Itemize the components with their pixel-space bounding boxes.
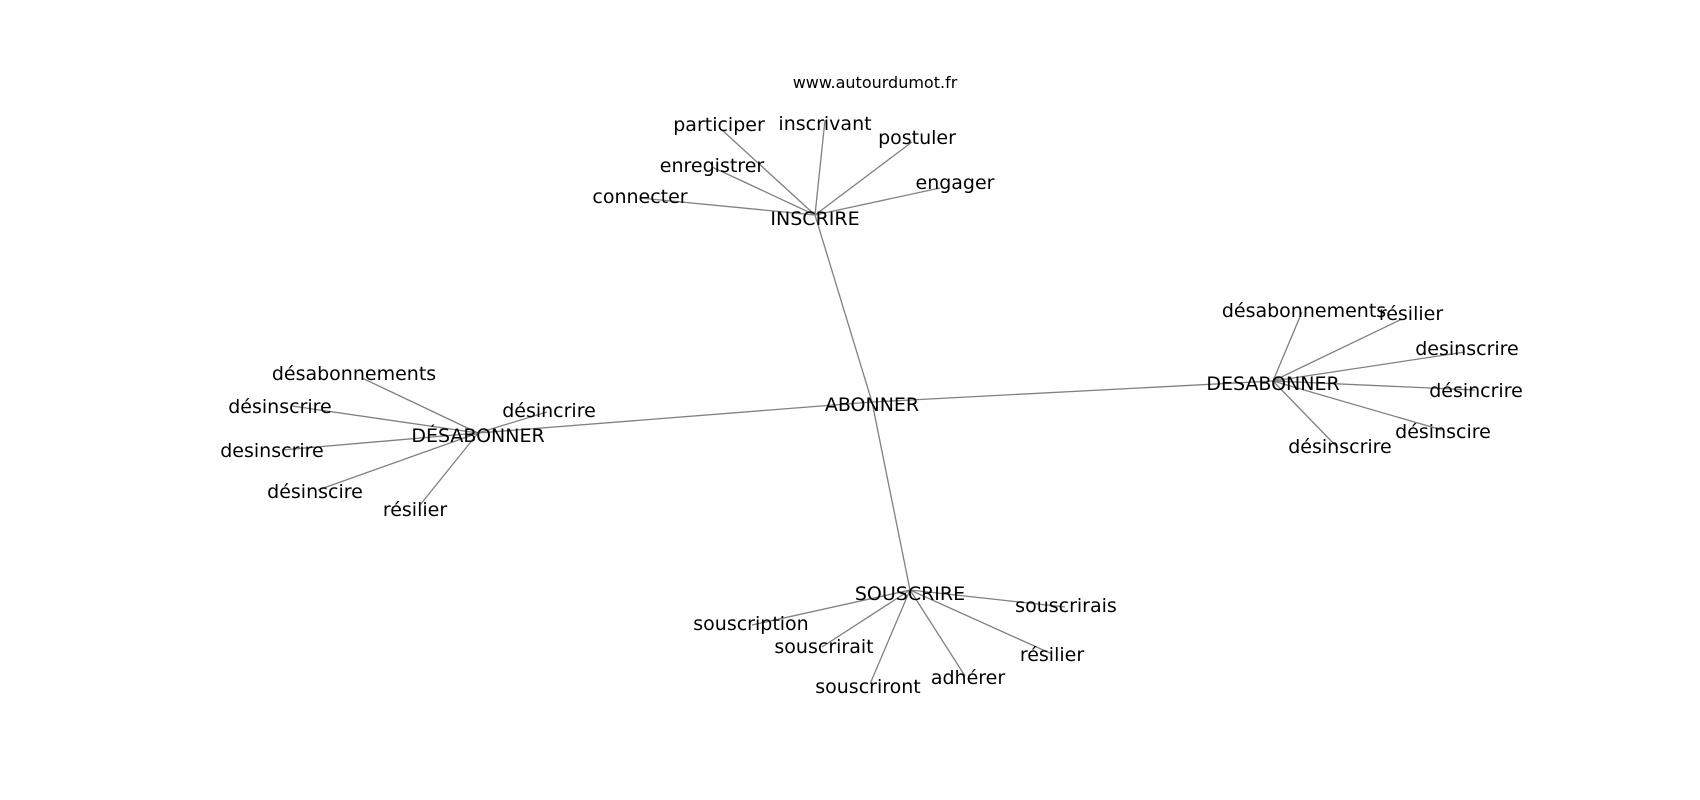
edge-souscrire-adherer <box>909 589 966 677</box>
leaf-desinscrire-plain: desinscrire <box>220 440 324 462</box>
leaf-desinscrire-plain-2: desinscrire <box>1415 338 1519 360</box>
edge-inscrire-connecter <box>639 197 816 216</box>
leaf-desabonnements: désabonnements <box>272 363 436 385</box>
edge-souscrire-souscrirait <box>821 589 911 648</box>
edge-desabonner-accent-desincrire <box>477 411 548 434</box>
edge-desabonner-accent-desinscrire-2 <box>281 432 479 451</box>
leaf-enregistrer: enregistrer <box>660 155 765 177</box>
node-inscrire: INSCRIRE <box>770 208 859 230</box>
edge-desabonner-desabonnements <box>1272 311 1303 382</box>
edge-abonner-inscrire <box>814 214 873 403</box>
leaf-resilier-2: résilier <box>1379 303 1444 325</box>
edge-abonner-souscrire <box>871 401 911 591</box>
edge-desabonner-accent-desinscire <box>317 432 479 491</box>
edge-souscrire-resilier <box>909 589 1053 655</box>
edge-souscrire-souscription <box>751 589 911 626</box>
edge-souscrire-souscriront <box>869 589 911 685</box>
leaf-souscrirais: souscrirais <box>1015 595 1117 617</box>
leaf-desinscrire-2: désinscrire <box>1288 436 1392 458</box>
source-url: www.autourdumot.fr <box>793 73 958 92</box>
edge-desabonner-accent-desabonnements <box>361 377 479 434</box>
leaf-participer: participer <box>673 114 765 136</box>
node-desabonner: DESABONNER <box>1206 373 1339 395</box>
labels-layer: ABONNER INSCRIRE DÉSABONNER DESABONNER S… <box>220 113 1523 698</box>
edge-desabonner-desincrire <box>1272 380 1476 391</box>
edge-desabonner-desinscrire-2 <box>1272 380 1339 449</box>
edge-desabonner-accent-desinscrire <box>291 405 479 434</box>
leaf-resilier: résilier <box>383 499 448 521</box>
edges-layer <box>281 119 1476 685</box>
leaf-adherer: adhérer <box>931 667 1006 689</box>
edge-souscrire-souscrirais <box>909 589 1066 608</box>
leaf-souscription: souscription <box>693 613 808 635</box>
edge-inscrire-participer <box>721 129 816 216</box>
leaf-engager: engager <box>916 172 995 194</box>
leaf-desabonnements-2: désabonnements <box>1222 300 1386 322</box>
edge-inscrire-enregistrer <box>711 166 816 216</box>
edge-inscrire-inscrivant <box>814 119 826 216</box>
node-desabonner-accent: DÉSABONNER <box>411 424 544 447</box>
leaf-souscriront: souscriront <box>815 676 921 698</box>
edge-abonner-desabonner-accent <box>477 401 873 434</box>
leaf-desinscrire: désinscrire <box>228 396 332 418</box>
leaf-souscrirait: souscrirait <box>774 636 873 658</box>
leaf-connecter: connecter <box>592 186 687 208</box>
edge-inscrire-engager <box>814 187 941 216</box>
edge-desabonner-desinscrire <box>1272 351 1466 382</box>
node-abonner: ABONNER <box>825 394 919 416</box>
edge-desabonner-desinscire <box>1272 380 1443 431</box>
leaf-desinscire-2: désinscire <box>1395 421 1491 443</box>
edge-inscrire-postuler <box>814 141 913 216</box>
leaf-inscrivant: inscrivant <box>778 113 871 135</box>
edge-desabonner-resilier <box>1272 318 1403 382</box>
leaf-postuler: postuler <box>878 127 956 149</box>
leaf-desincrire-2: désincrire <box>1429 380 1523 402</box>
leaf-desinscire: désinscire <box>267 481 363 503</box>
edge-desabonner-accent-resilier <box>419 432 479 506</box>
leaf-resilier-3: résilier <box>1020 644 1085 666</box>
edge-abonner-desabonner <box>871 380 1274 403</box>
node-souscrire: SOUSCRIRE <box>855 583 965 605</box>
leaf-desincrire: désincrire <box>502 400 596 422</box>
